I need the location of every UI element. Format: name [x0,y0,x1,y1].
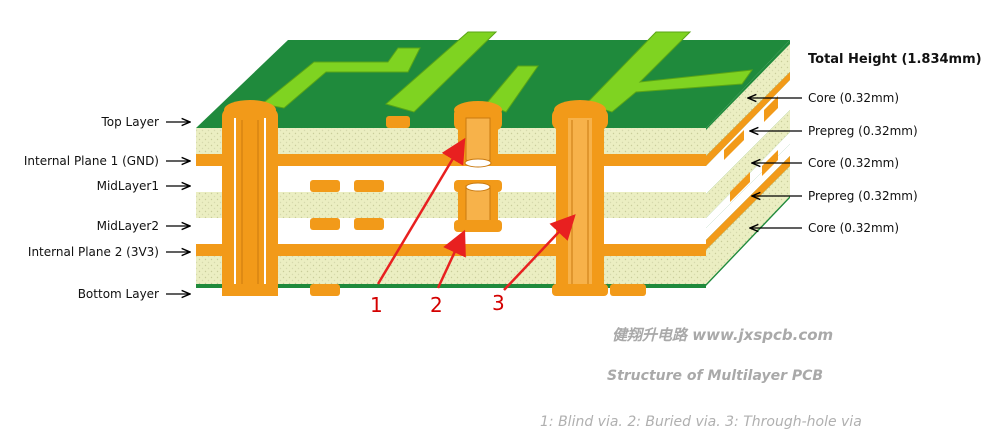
top-surface-traces [260,31,754,113]
label-midlayer-1: MidLayer1 [97,179,159,193]
label-core-1: Core (0.32mm) [808,91,899,105]
label-internal-plane-1: Internal Plane 1 (GND) [24,154,159,168]
label-internal-plane-2: Internal Plane 2 (3V3) [28,245,159,259]
via-number-1: 1 [370,293,383,317]
left-layer-labels: Top Layer Internal Plane 1 (GND) MidLaye… [24,115,159,301]
right-label-arrows [748,98,802,228]
label-midlayer-2: MidLayer2 [97,219,159,233]
through-hole-via-right [552,100,608,296]
label-bottom-layer: Bottom Layer [78,287,159,301]
watermark-text: 健翔升电路 www.jxspcb.com [612,326,834,344]
caption-subtitle: 1: Blind via. 2: Buried via. 3: Through-… [540,414,862,430]
label-prepreg-2: Prepreg (0.32mm) [808,189,918,203]
total-height-label: Total Height (1.834mm) [808,52,982,67]
caption-title: Structure of Multilayer PCB [607,368,824,384]
label-top-layer: Top Layer [100,115,159,129]
right-layer-labels: Core (0.32mm) Prepreg (0.32mm) Core (0.3… [808,91,918,235]
right-side-layers [706,40,790,286]
through-hole-via-left [222,100,278,296]
via-pointer-arrows [376,137,576,291]
via-number-3: 3 [492,291,505,315]
blind-via [454,101,502,168]
left-label-arrows [166,122,190,294]
via-number-2: 2 [430,293,443,317]
midlayer-pads [196,116,646,296]
label-core-3: Core (0.32mm) [808,221,899,235]
label-prepreg-1: Prepreg (0.32mm) [808,124,918,138]
buried-via [454,180,502,232]
label-core-2: Core (0.32mm) [808,156,899,170]
